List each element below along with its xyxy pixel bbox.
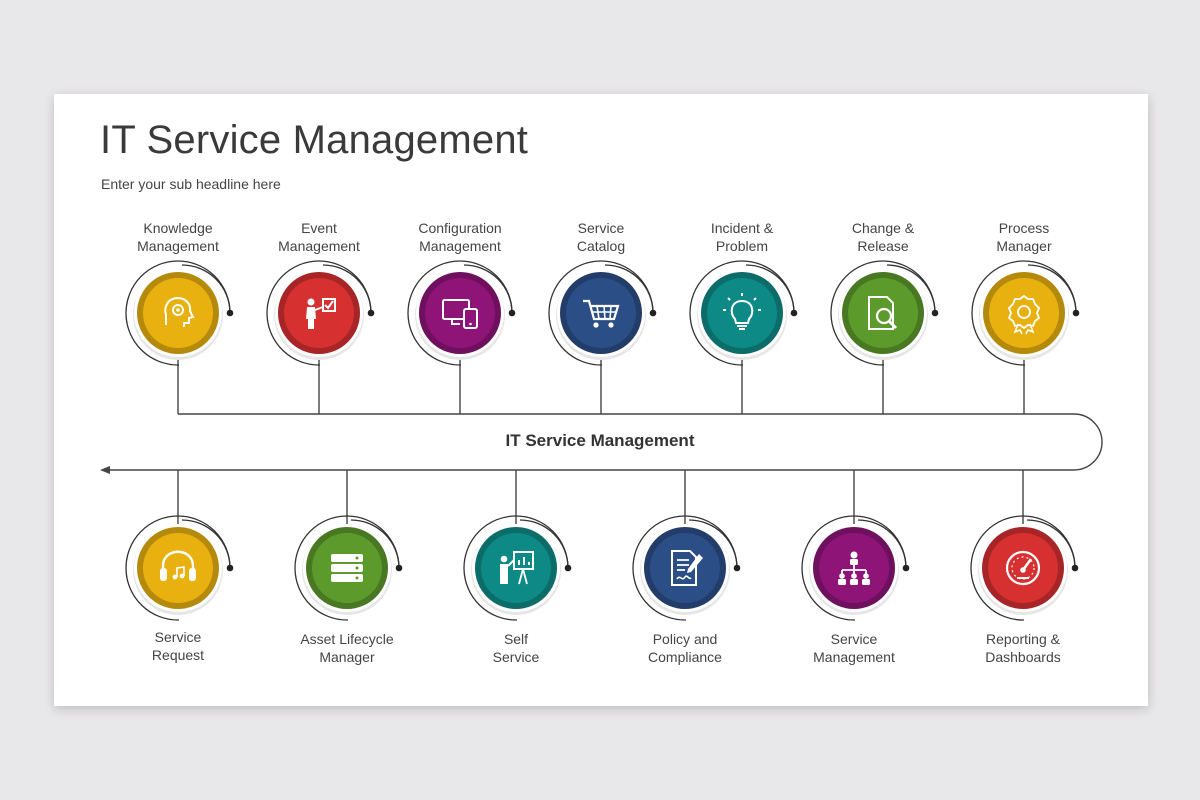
node-ring-outer-arc [604,264,654,314]
bottom-node [463,515,572,621]
page-subtitle: Enter your sub headline here [101,176,281,192]
document-sign-icon [671,550,703,586]
node-disc [989,278,1059,348]
node-ring-outer-arc [688,519,738,569]
bottom-label: Reporting & Dashboards [985,631,1061,665]
band-title: IT Service Management [505,431,695,450]
connector-band [104,413,1103,471]
bottom-label: Service Management [813,631,895,665]
bottom-label: Self Service [492,631,540,665]
bottom-label: Policy and Compliance [648,631,722,665]
top-node [689,260,798,366]
node-end-dot [564,564,572,572]
node-end-dot [733,564,741,572]
bottom-node [801,515,910,621]
node-end-dot [902,564,910,572]
node-end-dot [1072,309,1080,317]
node-ring-outer-arc [745,264,795,314]
page-title: IT Service Management [100,118,529,162]
node-ring-arc [548,260,654,366]
node-ring-arc [125,260,231,366]
node-ring-outer-arc [350,519,400,569]
node-ring-outer-arc [1027,264,1077,314]
headset-icon [160,550,196,581]
top-node [548,260,657,366]
node-end-dot [508,309,516,317]
node-end-dot [649,309,657,317]
org-chart-icon [838,551,870,585]
node-ring-arc [294,515,400,621]
bottom-node [970,515,1079,621]
node-end-dot [395,564,403,572]
bottom-label: Service Request [151,629,205,663]
top-node [407,260,516,366]
lightbulb-icon [723,293,761,330]
award-badge-icon [1007,294,1041,335]
top-label: Configuration Management [418,220,502,254]
band-arrowhead [100,466,110,474]
node-disc [425,278,495,348]
top-label: Process Manager [996,220,1052,254]
node-ring-arc [125,515,231,621]
node-end-dot [226,564,234,572]
node-ring-outer-arc [181,264,231,314]
node-ring-outer-arc [322,264,372,314]
top-label: Service Catalog [576,220,626,254]
bottom-label: Asset Lifecycle Manager [300,631,394,665]
node-ring-outer-arc [463,264,513,314]
top-label: Knowledge Management [137,220,219,254]
node-disc [284,278,354,348]
top-label: Event Management [278,220,360,254]
top-label: Change & Release [851,220,915,254]
node-ring-arc [970,515,1076,621]
bottom-node [125,515,234,621]
speedometer-icon [1005,550,1041,586]
bottom-node [632,515,741,621]
node-ring-outer-arc [181,519,231,569]
presenter-checklist-icon [306,298,336,329]
bottom-node [294,515,403,621]
document-search-icon [868,296,898,330]
node-ring-outer-arc [857,519,907,569]
node-end-dot [790,309,798,317]
node-ring-arc [801,515,907,621]
node-ring-arc [407,260,513,366]
node-disc [650,533,720,603]
top-node [830,260,939,366]
server-icon [331,554,363,582]
node-disc [566,278,636,348]
node-ring-arc [830,260,936,366]
devices-icon [442,299,478,329]
node-end-dot [931,309,939,317]
node-ring-arc [266,260,372,366]
node-end-dot [1071,564,1079,572]
top-node [971,260,1080,366]
node-disc [707,278,777,348]
node-ring-arc [632,515,738,621]
node-end-dot [226,309,234,317]
node-end-dot [367,309,375,317]
node-ring-outer-arc [1026,519,1076,569]
node-disc [143,278,213,348]
head-gear-icon [164,296,195,327]
node-ring-arc [689,260,795,366]
top-label: Incident & Problem [710,220,774,254]
node-ring-outer-arc [519,519,569,569]
shopping-cart-icon [583,299,620,328]
presentation-board-icon [500,551,534,585]
node-ring-arc [971,260,1077,366]
top-node [125,260,234,366]
node-ring-arc [463,515,569,621]
node-ring-outer-arc [886,264,936,314]
top-node [266,260,375,366]
